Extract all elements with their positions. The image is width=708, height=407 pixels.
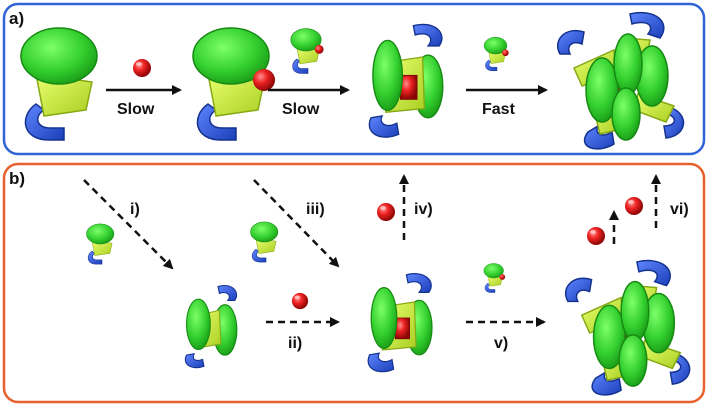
arrow-step-i bbox=[83, 179, 174, 270]
step-label-v: v) bbox=[494, 335, 508, 352]
arrow-label-slow-1: Slow bbox=[117, 101, 155, 118]
metal-ion-icon-b3 bbox=[587, 227, 605, 245]
step-label-ii: ii) bbox=[288, 335, 302, 352]
panel-b-frame bbox=[2, 162, 706, 404]
metal-ion-icon-b2 bbox=[377, 203, 395, 221]
metal-ion-icon-b4 bbox=[625, 197, 643, 215]
panel-b-label: b) bbox=[9, 169, 25, 188]
panel-a-frame bbox=[2, 2, 706, 156]
arrow-step-iii bbox=[253, 179, 340, 268]
metal-ion-icon bbox=[133, 59, 151, 77]
step-label-iii: iii) bbox=[306, 201, 325, 218]
step-label-vi: vi) bbox=[670, 201, 689, 218]
arrow-label-slow-2: Slow bbox=[282, 101, 320, 118]
arrow-label-fast: Fast bbox=[482, 101, 516, 118]
metal-ion-icon-b1 bbox=[291, 292, 309, 310]
step-label-i: i) bbox=[130, 201, 140, 218]
step-label-iv: iv) bbox=[414, 201, 433, 218]
panel-a-label: a) bbox=[9, 9, 24, 28]
